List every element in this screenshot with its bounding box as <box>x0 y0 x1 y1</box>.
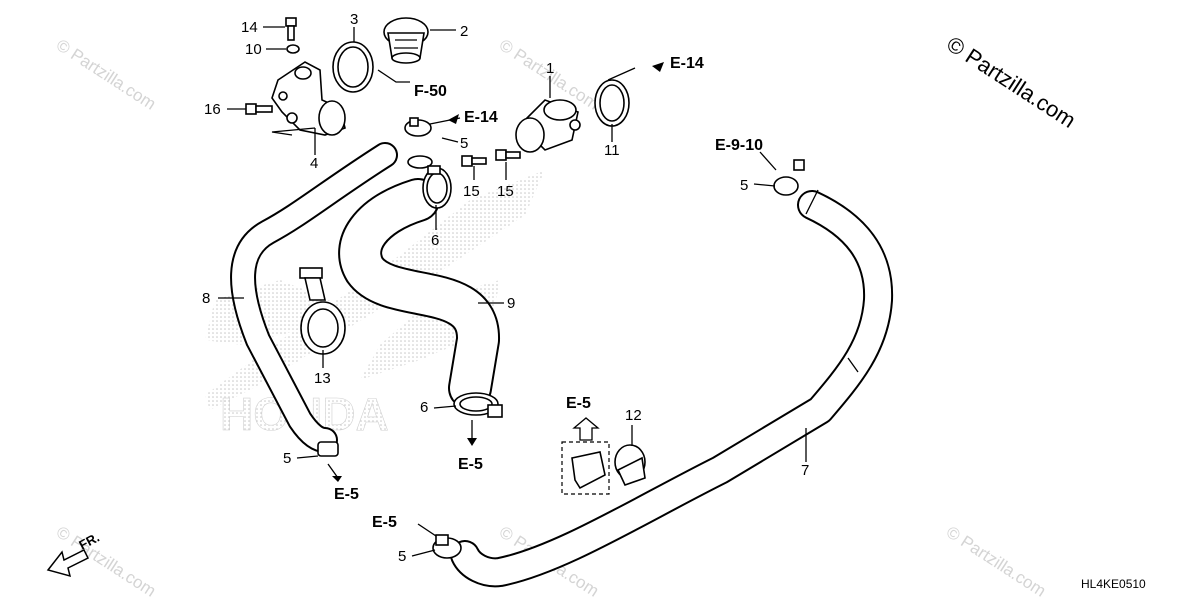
hose-clamp-5 <box>432 534 462 559</box>
part-number-label: 7 <box>801 462 809 479</box>
reference-label: E-5 <box>458 456 483 473</box>
part-number-label: 5 <box>460 135 468 152</box>
part-number-label: 3 <box>350 11 358 28</box>
part-number-labels: 14 10 3 2 1 16 4 5 6 15 15 11 8 9 13 6 5… <box>202 11 809 565</box>
reference-label: E-14 <box>464 109 498 126</box>
bolt-16 <box>245 103 273 115</box>
part-number-label: 14 <box>241 19 258 36</box>
brand-label: © Partzilla.com <box>942 31 1080 133</box>
hose-clamp-6 <box>422 165 452 209</box>
o-ring-11 <box>594 79 630 127</box>
bolt-15 <box>495 149 521 161</box>
part-number-label: 6 <box>420 399 428 416</box>
bolt-15 <box>461 155 487 167</box>
thermostat <box>383 17 429 64</box>
bolt-14 <box>285 17 297 41</box>
reference-label: E-9-10 <box>715 137 763 154</box>
reference-label: E-5 <box>334 486 359 503</box>
washer-10 <box>286 44 300 54</box>
diagram-code: HL4KE0510 <box>1081 577 1146 591</box>
hose-clamp-5 <box>317 441 339 457</box>
up-arrow-icon <box>572 417 600 441</box>
part-number-label: 11 <box>604 142 620 159</box>
thermostat-housing <box>271 61 346 136</box>
o-ring-3 <box>332 41 374 93</box>
part-number-label: 5 <box>740 177 748 194</box>
hose-clamp-5 <box>407 155 433 169</box>
bracket-detail-box <box>561 417 610 495</box>
hose-clamp-5 <box>404 117 432 137</box>
hose-clamp-5 <box>773 159 805 196</box>
hose-clamp-13 <box>299 267 346 355</box>
water-pipe-joint-1 <box>515 99 581 153</box>
hose-clamp-6 <box>453 392 503 418</box>
part-number-label: 2 <box>460 23 468 40</box>
reference-label: E-5 <box>372 514 397 531</box>
water-hose-7 <box>450 189 894 588</box>
part-number-label: 15 <box>463 183 480 200</box>
part-number-label: 5 <box>398 548 406 565</box>
part-number-label: 15 <box>497 183 514 200</box>
reference-labels: E-14 E-14 F-50 E-9-10 E-5 E-5 E-5 E-5 <box>334 55 763 531</box>
front-arrow-icon <box>46 548 90 578</box>
part-number-label: 10 <box>245 41 262 58</box>
part-number-label: 16 <box>204 101 221 118</box>
part-number-label: 8 <box>202 290 210 307</box>
watermark-text: © Partzilla.com <box>53 35 159 113</box>
water-hose-9 <box>338 178 500 410</box>
part-number-label: 13 <box>314 370 331 387</box>
reference-label: F-50 <box>414 83 447 100</box>
water-hose-8 <box>230 142 398 453</box>
part-number-label: 9 <box>507 295 515 312</box>
part-number-label: 4 <box>310 155 318 172</box>
watermark-text: © Partzilla.com <box>943 522 1049 600</box>
part-number-label: 5 <box>283 450 291 467</box>
hose-clamp-12 <box>614 444 646 486</box>
reference-arrows <box>332 62 664 482</box>
part-number-label: 12 <box>625 407 642 424</box>
part-number-label: 6 <box>431 232 439 249</box>
reference-label: E-5 <box>566 395 591 412</box>
part-number-label: 1 <box>546 60 554 77</box>
reference-label: E-14 <box>670 55 704 72</box>
